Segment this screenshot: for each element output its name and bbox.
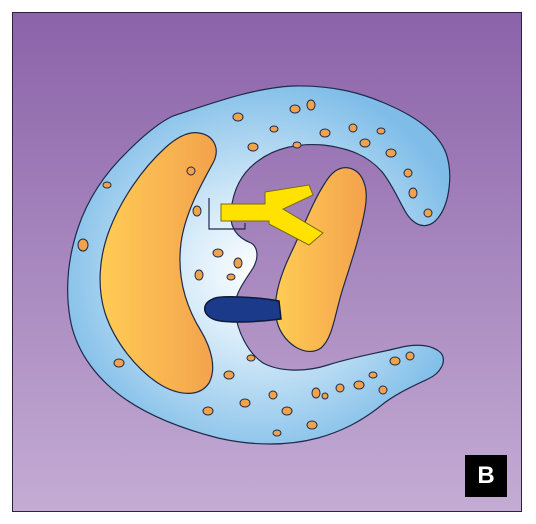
granule [320, 129, 330, 137]
granule [240, 399, 250, 407]
granule [406, 352, 414, 360]
granule [379, 386, 387, 394]
granule [377, 128, 385, 134]
figure-frame: B [12, 12, 522, 512]
granule [424, 209, 432, 217]
granule [322, 393, 328, 399]
granule [248, 143, 258, 151]
granule [307, 100, 315, 110]
panel-label: B [465, 455, 507, 497]
granule [273, 430, 281, 436]
granule [390, 357, 400, 365]
granule [103, 182, 111, 188]
granule [386, 149, 396, 157]
granule [312, 388, 320, 398]
granule [213, 249, 223, 257]
granule [233, 113, 243, 121]
granule [369, 372, 377, 378]
granule [360, 139, 370, 147]
granule [234, 258, 242, 268]
granule [224, 371, 234, 379]
granule [269, 391, 277, 399]
granule [354, 381, 364, 389]
granule [193, 206, 201, 216]
cell-diagram [13, 13, 522, 512]
granule [247, 355, 255, 361]
granule [227, 274, 235, 280]
granule [78, 239, 88, 251]
granule [307, 421, 317, 429]
granule [404, 169, 412, 177]
granule [282, 407, 292, 415]
granule [293, 142, 301, 148]
granule [409, 188, 417, 198]
granule [114, 359, 124, 367]
navy-rod-icon [205, 297, 281, 322]
granule [290, 105, 300, 113]
granule [187, 167, 195, 175]
granule [195, 270, 203, 280]
granule [349, 124, 357, 132]
granule [336, 384, 344, 392]
granule [270, 126, 278, 132]
granule [203, 407, 213, 415]
